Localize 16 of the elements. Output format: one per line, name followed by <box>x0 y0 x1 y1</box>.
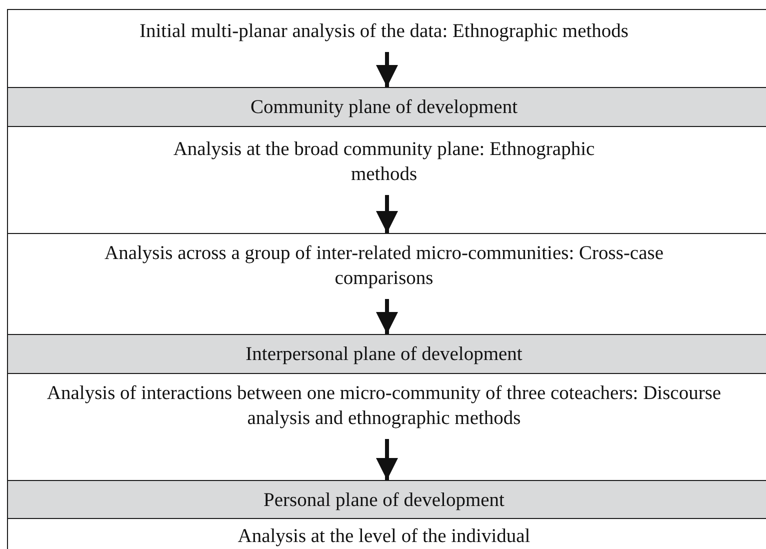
plane-band <box>7 480 766 519</box>
node-text: Analysis at the broad community plane: Ethnographic methods <box>172 138 596 187</box>
band-heading: Personal plane of development <box>262 489 506 513</box>
node-text: Analysis at the level of the individual <box>236 525 532 549</box>
arrow <box>376 195 398 233</box>
arrow <box>376 439 398 480</box>
band-heading: Interpersonal plane of development <box>244 343 524 367</box>
analysis-box <box>7 9 766 88</box>
node-text: Analysis across a group of inter-related micro-communities: Cross-case comparisons <box>104 242 664 291</box>
node-text: Analysis of interactions between one micro-community of three coteachers: Discourse analysis and ethnographic methods <box>46 382 722 431</box>
arrow <box>376 52 398 87</box>
band-heading: Community plane of development <box>250 96 518 120</box>
node-text: Initial multi-planar analysis of the data: Ethnographic methods <box>138 20 630 44</box>
arrow <box>376 299 398 334</box>
plane-band <box>7 334 766 374</box>
plane-band <box>7 87 766 127</box>
